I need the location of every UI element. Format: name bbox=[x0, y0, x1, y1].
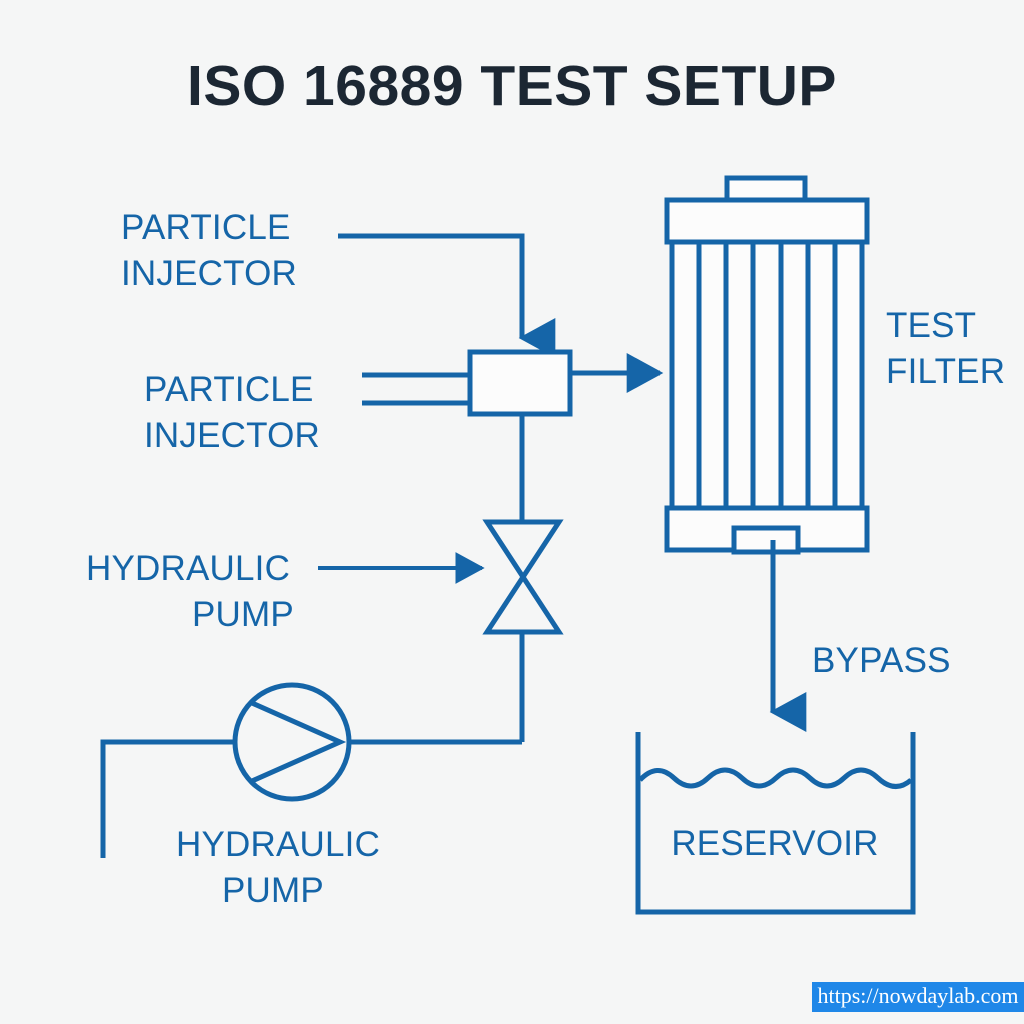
reservoir-tank bbox=[635, 732, 916, 915]
particle-injector-top-leader-line bbox=[338, 233, 556, 358]
reservoir-label: RESERVOIR bbox=[671, 824, 878, 863]
pump-inlet-pipe bbox=[100, 739, 235, 858]
hydraulic-pump-bottom-label-line2: PUMP bbox=[222, 871, 324, 910]
watermark-url: https://nowdaylab.com bbox=[817, 983, 1018, 1008]
particle-injector-top-label-line2: INJECTOR bbox=[121, 254, 297, 293]
particle-injector-mid-label-line1: PARTICLE bbox=[144, 370, 314, 409]
butterfly-valve-symbol bbox=[482, 519, 564, 635]
hydraulic-pump-valve-label-line1: HYDRAULIC bbox=[86, 549, 290, 588]
hydraulic-pump-bottom-label-line1: HYDRAULIC bbox=[176, 825, 380, 864]
test-filter-label-line1: TEST bbox=[886, 306, 976, 345]
hydraulic-pump-valve-label-line2: PUMP bbox=[192, 595, 294, 634]
bypass-label: BYPASS bbox=[812, 641, 951, 680]
test-filter-pleat-lines bbox=[696, 242, 838, 508]
test-filter-label-line2: FILTER bbox=[886, 352, 1005, 391]
hydraulic-pump-impeller-triangle bbox=[250, 700, 347, 784]
page-title: ISO 16889 TEST SETUP bbox=[187, 54, 837, 118]
mixer-box bbox=[467, 349, 573, 417]
hydraulic-pump-circle bbox=[232, 682, 352, 802]
reservoir-fluid-level-wave bbox=[638, 767, 913, 789]
test-filter-bottom-nozzle bbox=[731, 525, 801, 555]
test-filter-top-cap bbox=[664, 197, 870, 245]
watermark-background bbox=[812, 982, 1024, 1012]
particle-injector-mid-label-line2: INJECTOR bbox=[144, 416, 320, 455]
particle-injector-top-label-line1: PARTICLE bbox=[121, 208, 291, 247]
